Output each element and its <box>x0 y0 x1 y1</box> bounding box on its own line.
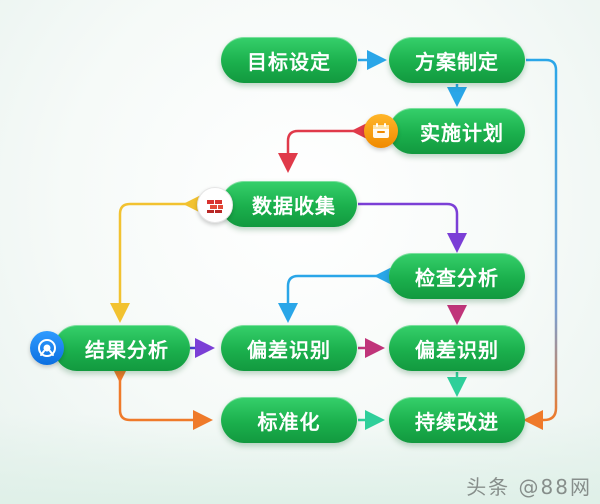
node-plan-making: 方案制定 <box>389 37 525 83</box>
node-deviation-identification-left: 偏差识别 <box>221 325 357 371</box>
arrow-implementation-data-bidirectional <box>278 121 371 173</box>
node-continuous-improvement: 持续改进 <box>389 397 525 443</box>
arrow-plan-to-improvement <box>523 58 558 430</box>
arrow-result-standardization-bidirectional <box>110 363 213 430</box>
arrow-data-result-bidirectional <box>110 194 203 323</box>
node-data-collection: 数据收集 <box>221 181 357 227</box>
node-inspection-analysis: 检查分析 <box>389 253 525 299</box>
arrow-inspection-deviation-bidirectional <box>278 266 394 323</box>
node-implementation-plan: 实施计划 <box>389 108 525 154</box>
target-icon <box>30 331 64 365</box>
bricks-icon <box>197 187 233 223</box>
node-goal-setting: 目标设定 <box>221 37 357 83</box>
arrow-data-to-inspection <box>358 202 467 253</box>
watermark-text: 头条 @88网 <box>466 475 592 499</box>
node-standardization: 标准化 <box>221 397 357 443</box>
node-deviation-identification-right: 偏差识别 <box>389 325 525 371</box>
calendar-icon <box>364 114 398 148</box>
node-result-analysis: 结果分析 <box>54 325 190 371</box>
